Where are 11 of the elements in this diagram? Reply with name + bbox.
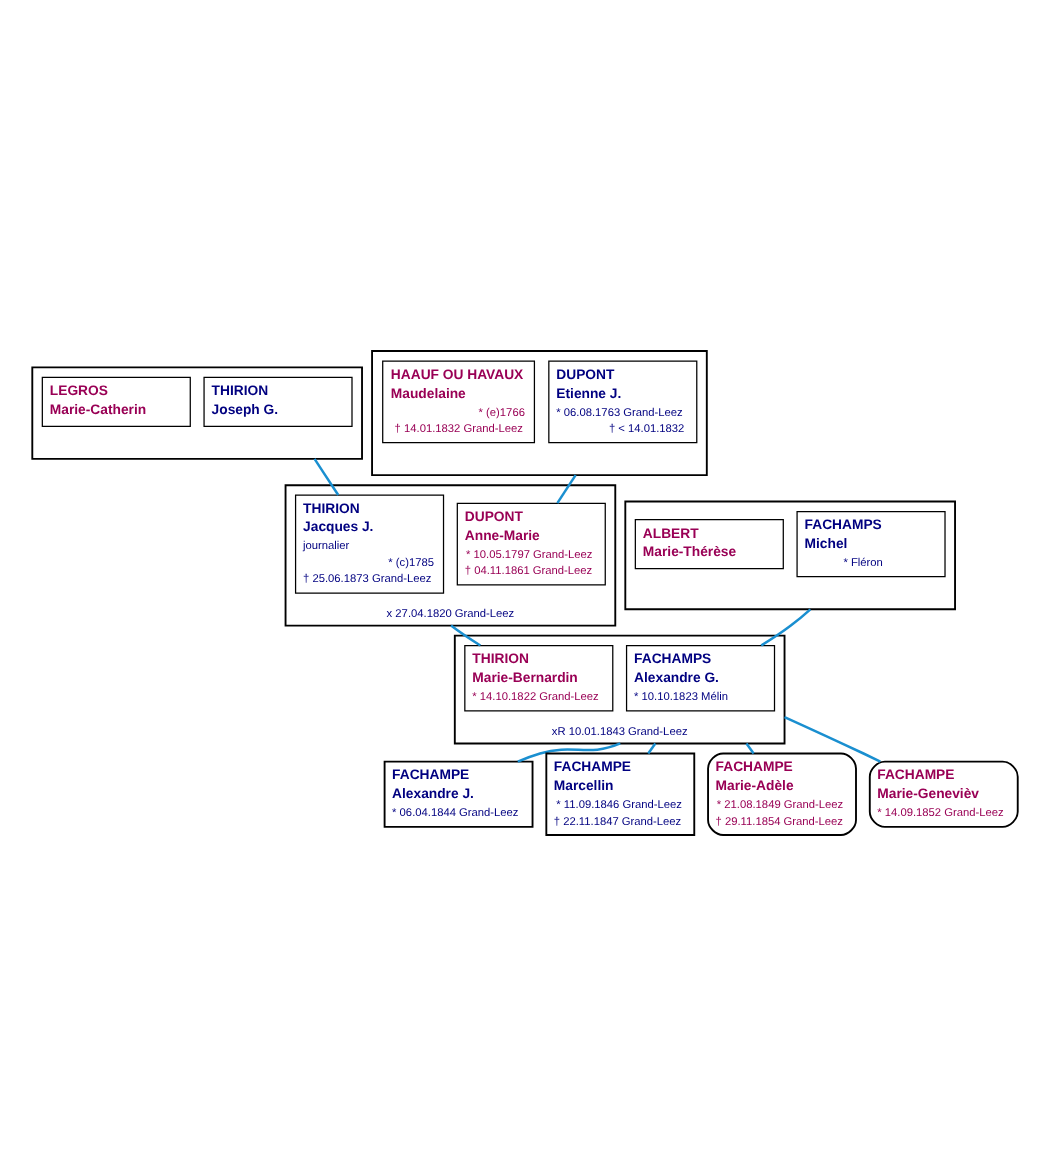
connector <box>450 623 481 646</box>
connector <box>313 457 340 495</box>
connector <box>517 741 621 762</box>
cluster <box>624 499 956 610</box>
connector <box>784 714 881 762</box>
connector <box>556 473 577 503</box>
connector <box>647 741 657 754</box>
cluster <box>371 349 708 476</box>
cluster <box>31 365 363 459</box>
connector <box>745 741 755 754</box>
connector <box>760 607 812 646</box>
